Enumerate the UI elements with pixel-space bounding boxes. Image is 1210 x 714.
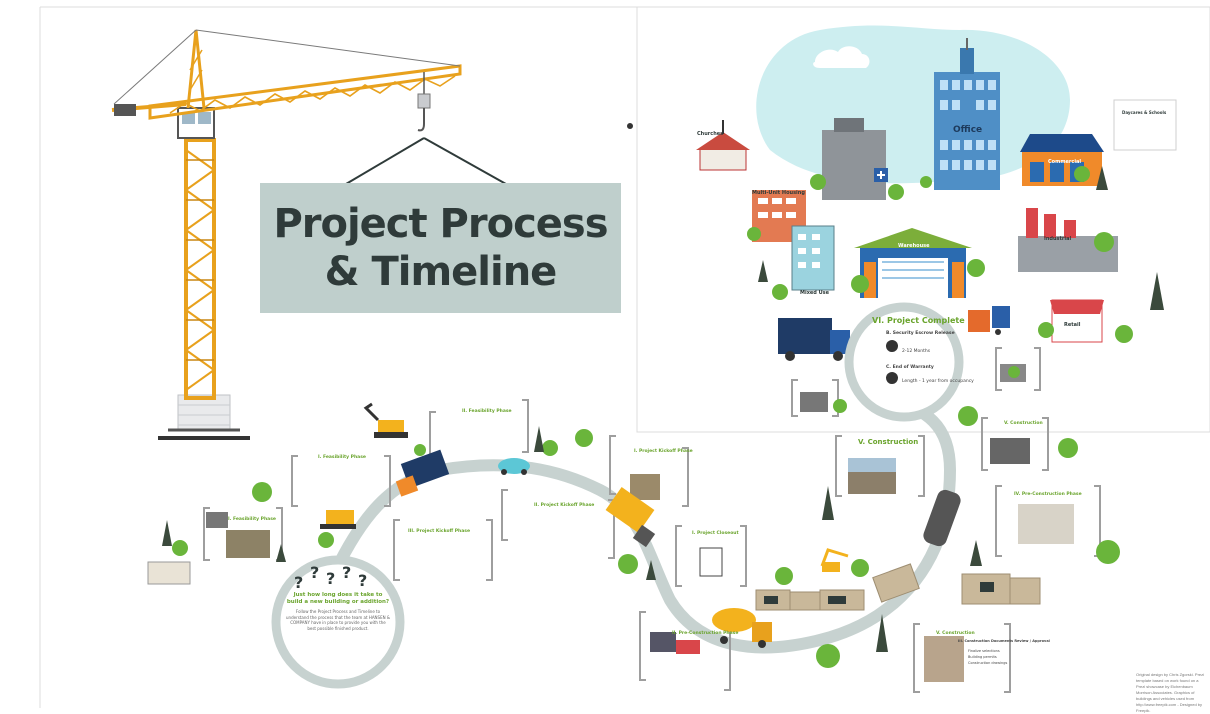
preconstruction-list-1: Building permits bbox=[968, 655, 997, 659]
card-title-construction-4: V. Construction bbox=[936, 630, 975, 636]
complete-item-b: B. Security Escrow Release bbox=[886, 330, 955, 336]
label-retail: Retail bbox=[1064, 322, 1081, 328]
card-title-construction-3: IV. Pre-Construction Phase bbox=[1014, 491, 1082, 497]
label-commercial: Commercial bbox=[1048, 159, 1081, 165]
intro-question: Just how long does it take to build a ne… bbox=[286, 592, 390, 605]
title-banner[interactable]: Project Process & Timeline bbox=[260, 183, 621, 313]
card-title-design-3: I. Project Kickoff Phase bbox=[634, 448, 693, 454]
trees bbox=[162, 366, 1120, 668]
svg-text:?: ? bbox=[310, 563, 319, 582]
label-mixed-use: Mixed Use bbox=[800, 290, 830, 296]
svg-text:?: ? bbox=[294, 573, 303, 592]
intro-circle[interactable] bbox=[271, 555, 405, 689]
label-churches: Churches bbox=[697, 131, 723, 137]
card-title-design-2: II. Project Kickoff Phase bbox=[534, 502, 594, 508]
intro-text: Just how long does it take to build a ne… bbox=[286, 592, 390, 631]
label-industrial: Industrial bbox=[1044, 236, 1071, 242]
svg-text:?: ? bbox=[326, 569, 335, 588]
city-illustration bbox=[696, 25, 1177, 361]
card-title-construction-1: V. Construction bbox=[858, 438, 918, 446]
title-line-1: Project Process bbox=[273, 201, 608, 247]
label-warehouse: Warehouse bbox=[898, 243, 930, 249]
complete-item-b-detail: 2-12 Months bbox=[902, 348, 931, 354]
preconstruction-list-0: Finalize selections bbox=[968, 649, 1000, 653]
label-daycares: Daycares & Schools bbox=[1122, 110, 1167, 115]
card-title-design-1: III. Project Kickoff Phase bbox=[408, 528, 470, 534]
city-frame[interactable] bbox=[636, 6, 1210, 433]
preconstruction-item: III. Construction Documents Review / App… bbox=[958, 639, 1050, 643]
label-office: Office bbox=[953, 125, 982, 135]
complete-phase-title: VI. Project Complete bbox=[872, 316, 965, 325]
card-photos bbox=[147, 364, 1074, 682]
card-title-feasibility-3: I. Feasibility Phase bbox=[228, 516, 276, 522]
title-line-2: & Timeline bbox=[324, 249, 558, 295]
card-title-construction-2: V. Construction bbox=[1004, 420, 1043, 426]
intro-body: Follow the Project Process and Timeline … bbox=[286, 609, 390, 631]
card-title-feasibility-2: II. Feasibility Phase bbox=[462, 408, 512, 414]
card-title-preconstruction: II. Pre-Construction Phase bbox=[672, 630, 738, 636]
label-multi-unit: Multi-Unit Housing bbox=[752, 190, 805, 196]
preconstruction-list-2: Construction drawings bbox=[968, 661, 1007, 665]
phase-cards bbox=[203, 347, 1101, 693]
complete-phase-circle[interactable] bbox=[844, 302, 964, 422]
tower-crane-illustration bbox=[111, 29, 462, 440]
complete-item-c-detail: Length - 1 year from occupancy bbox=[902, 378, 974, 384]
question-marks: ????? bbox=[294, 563, 367, 592]
road-vehicles bbox=[320, 402, 961, 648]
svg-text:?: ? bbox=[342, 563, 351, 582]
svg-text:?: ? bbox=[358, 571, 367, 590]
card-title-closeout: I. Project Closeout bbox=[692, 530, 740, 536]
complete-item-c: C. End of Warranty bbox=[886, 364, 934, 370]
card-title-feasibility-1: I. Feasibility Phase bbox=[318, 454, 366, 460]
